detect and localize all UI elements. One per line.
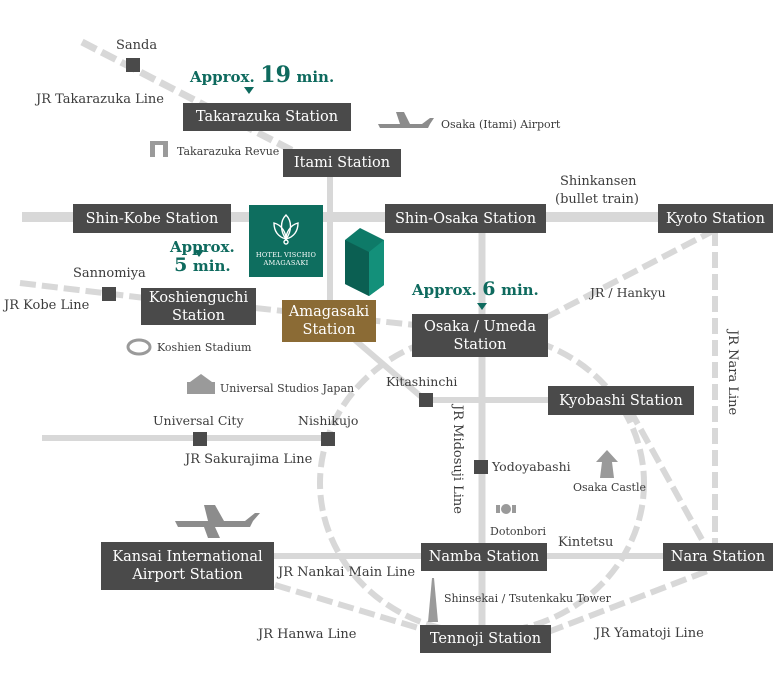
hotel-logo: HOTEL VISCHIO AMAGASAKI bbox=[249, 205, 323, 277]
yamatoji-line bbox=[546, 567, 712, 635]
hotel-name-line1: HOTEL VISCHIO bbox=[255, 251, 317, 259]
hotel-name-line2: AMAGASAKI bbox=[263, 259, 309, 267]
label-sannomiya: Sannomiya bbox=[73, 266, 146, 281]
label-tsutenkaku: Shinsekai / Tsutenkaku Tower bbox=[444, 592, 611, 605]
station-namba: Namba Station bbox=[421, 543, 547, 571]
stop-universal-city bbox=[193, 432, 207, 446]
label-sakurajima-line: JR Sakurajima Line bbox=[185, 452, 313, 467]
stop-yodoyabashi bbox=[474, 460, 488, 474]
label-kobe-line: JR Kobe Line bbox=[4, 298, 90, 313]
label-yamatoji-line: JR Yamatoji Line bbox=[595, 626, 704, 641]
label-nankai-line: JR Nankai Main Line bbox=[278, 565, 416, 580]
station-shin-kobe: Shin-Kobe Station bbox=[73, 204, 231, 233]
station-shin-osaka: Shin-Osaka Station bbox=[385, 204, 546, 233]
koshienguchi-arrow-icon bbox=[194, 250, 204, 257]
label-dotonbori: Dotonbori bbox=[490, 525, 547, 538]
label-kitashinchi: Kitashinchi bbox=[386, 374, 458, 389]
umeda-arrow-icon bbox=[477, 303, 487, 310]
station-nara: Nara Station bbox=[663, 543, 773, 571]
label-takarazuka-line: JR Takarazuka Line bbox=[36, 92, 164, 107]
stop-kitashinchi bbox=[419, 393, 433, 407]
label-midosuji-line: JR Midosuji Line bbox=[450, 405, 465, 514]
stop-sanda bbox=[126, 58, 140, 72]
hanwa-line bbox=[274, 582, 426, 633]
label-itami-airport: Osaka (Itami) Airport bbox=[441, 118, 561, 131]
landmark-icons bbox=[126, 141, 618, 622]
label-jr-hankyu: JR / Hankyu bbox=[590, 285, 666, 300]
stop-nishikujo bbox=[321, 432, 335, 446]
label-usj: Universal Studios Japan bbox=[220, 382, 355, 395]
station-kyobashi: Kyobashi Station bbox=[548, 386, 694, 415]
airplane-icons bbox=[175, 112, 434, 538]
label-shinkansen: Shinkansen bbox=[560, 174, 637, 189]
label-osaka-castle: Osaka Castle bbox=[573, 481, 647, 494]
umeda-travel-time: Approx. 6 min. bbox=[412, 278, 539, 300]
kobe-line bbox=[19, 280, 146, 301]
koshienguchi-travel-time: Approx. 5 min. bbox=[170, 238, 235, 276]
label-takarazuka-revue: Takarazuka Revue bbox=[177, 145, 280, 158]
kyobashi-nara bbox=[627, 408, 708, 547]
label-koshien-stadium: Koshien Stadium bbox=[157, 341, 252, 354]
hotel-building-icon bbox=[345, 228, 384, 296]
jr-hankyu-line bbox=[543, 227, 717, 321]
lotus-emblem-icon bbox=[273, 214, 299, 245]
label-nara-line: JR Nara Line bbox=[725, 330, 740, 416]
station-kyoto: Kyoto Station bbox=[658, 204, 773, 233]
takarazuka-arrow-icon bbox=[244, 87, 254, 94]
station-itami: Itami Station bbox=[283, 149, 401, 177]
station-takarazuka: Takarazuka Station bbox=[183, 103, 351, 131]
station-tennoji: Tennoji Station bbox=[420, 625, 551, 653]
stop-sannomiya bbox=[102, 287, 116, 301]
label-yodoyabashi: Yodoyabashi bbox=[492, 459, 571, 474]
label-hanwa-line: JR Hanwa Line bbox=[258, 627, 357, 642]
label-bullet-train: (bullet train) bbox=[555, 192, 639, 207]
label-kintetsu: Kintetsu bbox=[558, 535, 614, 550]
label-sanda: Sanda bbox=[116, 38, 158, 53]
tozai-line bbox=[353, 337, 427, 403]
label-universal-city: Universal City bbox=[153, 413, 244, 428]
takarazuka-travel-time: Approx. 19 min. bbox=[190, 62, 335, 88]
label-nishikujo: Nishikujo bbox=[298, 413, 359, 428]
